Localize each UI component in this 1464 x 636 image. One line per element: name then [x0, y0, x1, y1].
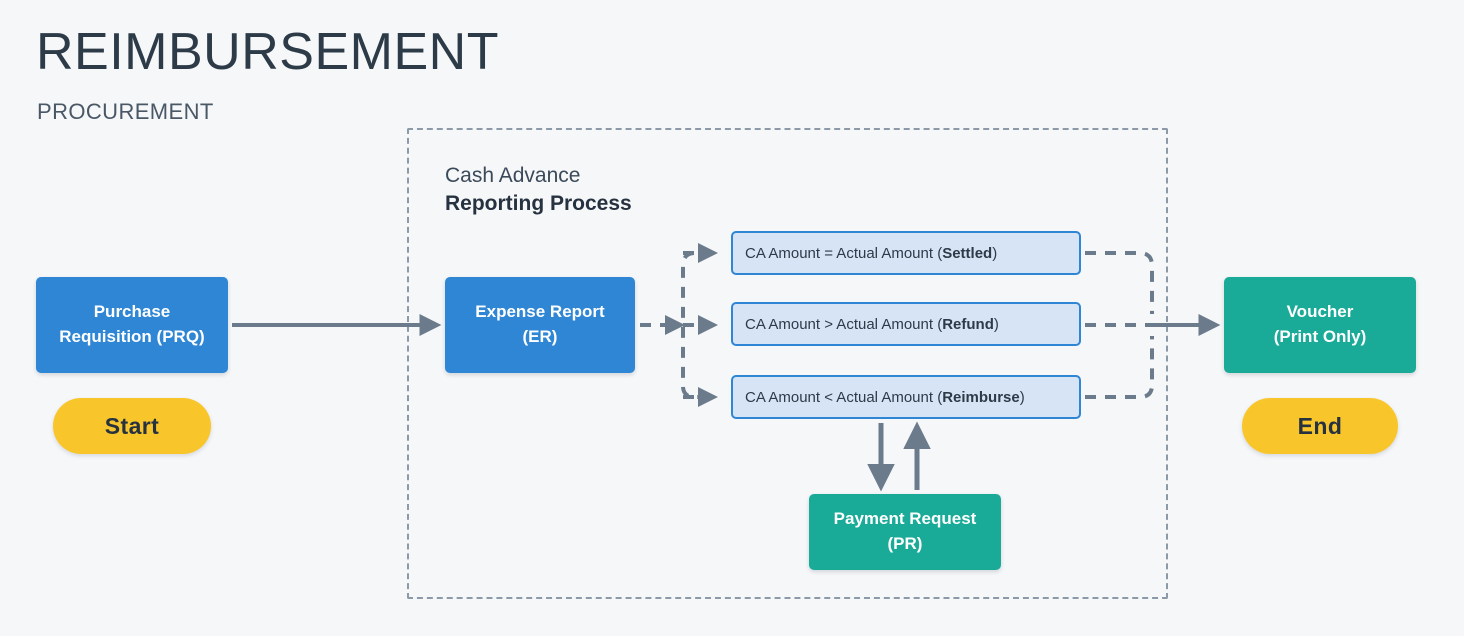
condition-1-prefix: CA Amount > Actual Amount ( [745, 315, 943, 333]
condition-2-prefix: CA Amount < Actual Amount ( [745, 388, 943, 406]
group-label-line1: Cash Advance [445, 164, 581, 187]
node-expense-report-label: Expense Report (ER) [475, 300, 604, 349]
condition-0-suffix: ) [992, 244, 998, 262]
node-purchase-requisition[interactable]: Purchase Requisition (PRQ) [36, 277, 228, 373]
er-line2: (ER) [522, 327, 558, 346]
er-line1: Expense Report [475, 302, 605, 322]
page-title: REIMBURSEMENT [36, 23, 499, 81]
group-label-line2: Reporting Process [445, 192, 632, 216]
condition-1-emphasis: Refund [942, 315, 994, 333]
voucher-line1: Voucher [1286, 302, 1354, 322]
condition-box-settled[interactable]: CA Amount = Actual Amount (Settled) [731, 231, 1081, 275]
prq-line1: Purchase [93, 302, 171, 322]
prq-line2: Requisition (PRQ) [59, 327, 205, 346]
terminator-start[interactable]: Start [53, 398, 211, 454]
node-payment-request-label: Payment Request (PR) [834, 507, 977, 556]
condition-box-reimburse[interactable]: CA Amount < Actual Amount (Reimburse) [731, 375, 1081, 419]
voucher-line2: (Print Only) [1273, 327, 1367, 346]
node-payment-request[interactable]: Payment Request (PR) [809, 494, 1001, 570]
node-purchase-requisition-label: Purchase Requisition (PRQ) [59, 300, 204, 349]
condition-text-refund: CA Amount > Actual Amount (Refund) [745, 316, 999, 333]
node-voucher[interactable]: Voucher (Print Only) [1224, 277, 1416, 373]
node-expense-report[interactable]: Expense Report (ER) [445, 277, 635, 373]
pr-line2: (PR) [887, 534, 923, 553]
terminator-end[interactable]: End [1242, 398, 1398, 454]
condition-0-prefix: CA Amount = Actual Amount ( [745, 244, 943, 262]
condition-1-suffix: ) [993, 315, 999, 333]
cash-advance-group-container [407, 128, 1168, 599]
page-subtitle: PROCUREMENT [37, 99, 214, 124]
condition-0-emphasis: Settled [942, 244, 993, 262]
condition-box-refund[interactable]: CA Amount > Actual Amount (Refund) [731, 302, 1081, 346]
pr-line1: Payment Request [833, 509, 977, 529]
condition-2-emphasis: Reimburse [942, 388, 1020, 406]
cash-advance-group-label: Cash Advance Reporting Process [445, 162, 632, 219]
condition-text-reimburse: CA Amount < Actual Amount (Reimburse) [745, 389, 1025, 406]
condition-text-settled: CA Amount = Actual Amount (Settled) [745, 245, 997, 262]
condition-2-suffix: ) [1019, 388, 1025, 406]
node-voucher-label: Voucher (Print Only) [1274, 300, 1367, 349]
